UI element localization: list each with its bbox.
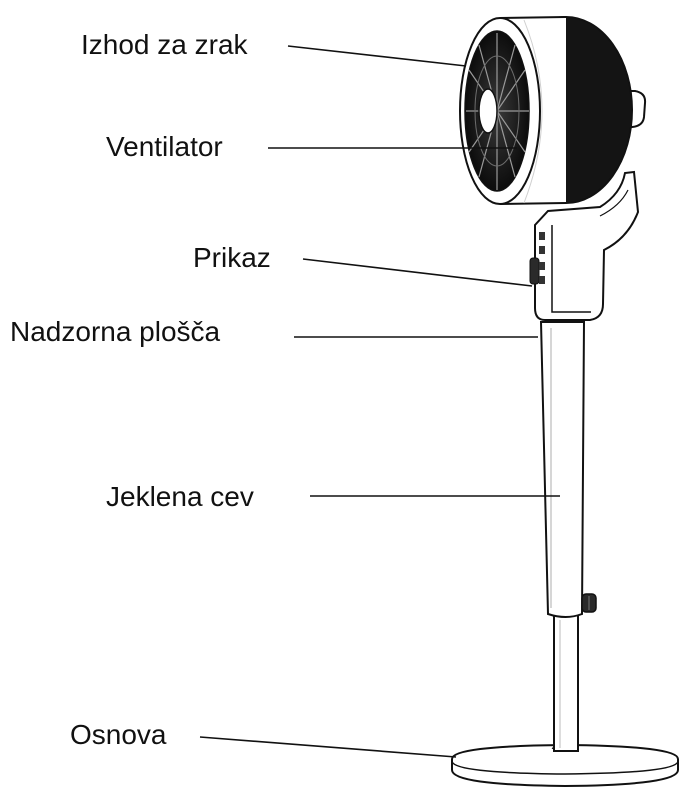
fan-head: [459, 16, 633, 205]
label-air-outlet: Izhod za zrak: [81, 29, 248, 60]
label-fan: Ventilator: [106, 131, 223, 162]
height-knob: [581, 593, 597, 613]
lower-tube: [553, 614, 579, 752]
label-base: Osnova: [70, 719, 167, 750]
leader-lines: [199, 45, 560, 758]
leader-line-base: [199, 736, 457, 758]
control-panel-buttons: [529, 232, 545, 285]
label-steel-tube: Jeklena cev: [106, 481, 254, 512]
leader-line-air-outlet: [287, 45, 467, 67]
label-display: Prikaz: [193, 242, 271, 273]
label-control-panel: Nadzorna plošča: [10, 316, 221, 347]
steel-tube: [539, 321, 586, 618]
leader-line-display: [302, 258, 533, 287]
base-plate: [451, 743, 679, 787]
support-arm: [534, 170, 640, 321]
